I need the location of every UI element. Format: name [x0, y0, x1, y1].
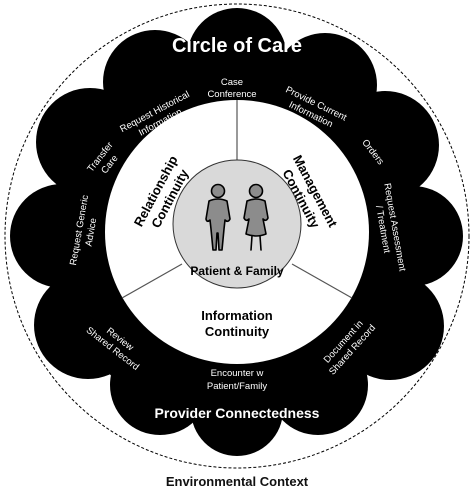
provider-connectedness-label: Provider Connectedness: [155, 405, 320, 421]
person-female-icon: [243, 183, 269, 251]
sector-dividers: [121, 100, 353, 299]
svg-text:Conference: Conference: [207, 89, 256, 100]
svg-text:Continuity: Continuity: [205, 324, 270, 339]
activity-case-conference: Case Conference: [207, 77, 256, 100]
svg-text:Information: Information: [201, 308, 273, 323]
diagram-title: Circle of Care: [172, 35, 302, 57]
center-label: Patient & Family: [190, 264, 284, 278]
patient-family-circle: [172, 159, 302, 289]
person-male-icon: [205, 183, 231, 251]
svg-text:Encounter w: Encounter w: [211, 368, 264, 379]
svg-text:Patient/Family: Patient/Family: [207, 381, 267, 392]
activity-encounter-with-patient-family: Encounter w Patient/Family: [207, 368, 267, 392]
svg-text:Advice: Advice: [83, 217, 99, 247]
environmental-context-label: Environmental Context: [165, 474, 309, 489]
svg-text:Case: Case: [221, 77, 243, 88]
sector-information-continuity: Information Continuity: [201, 308, 273, 339]
environment-boundary: [4, 3, 470, 469]
